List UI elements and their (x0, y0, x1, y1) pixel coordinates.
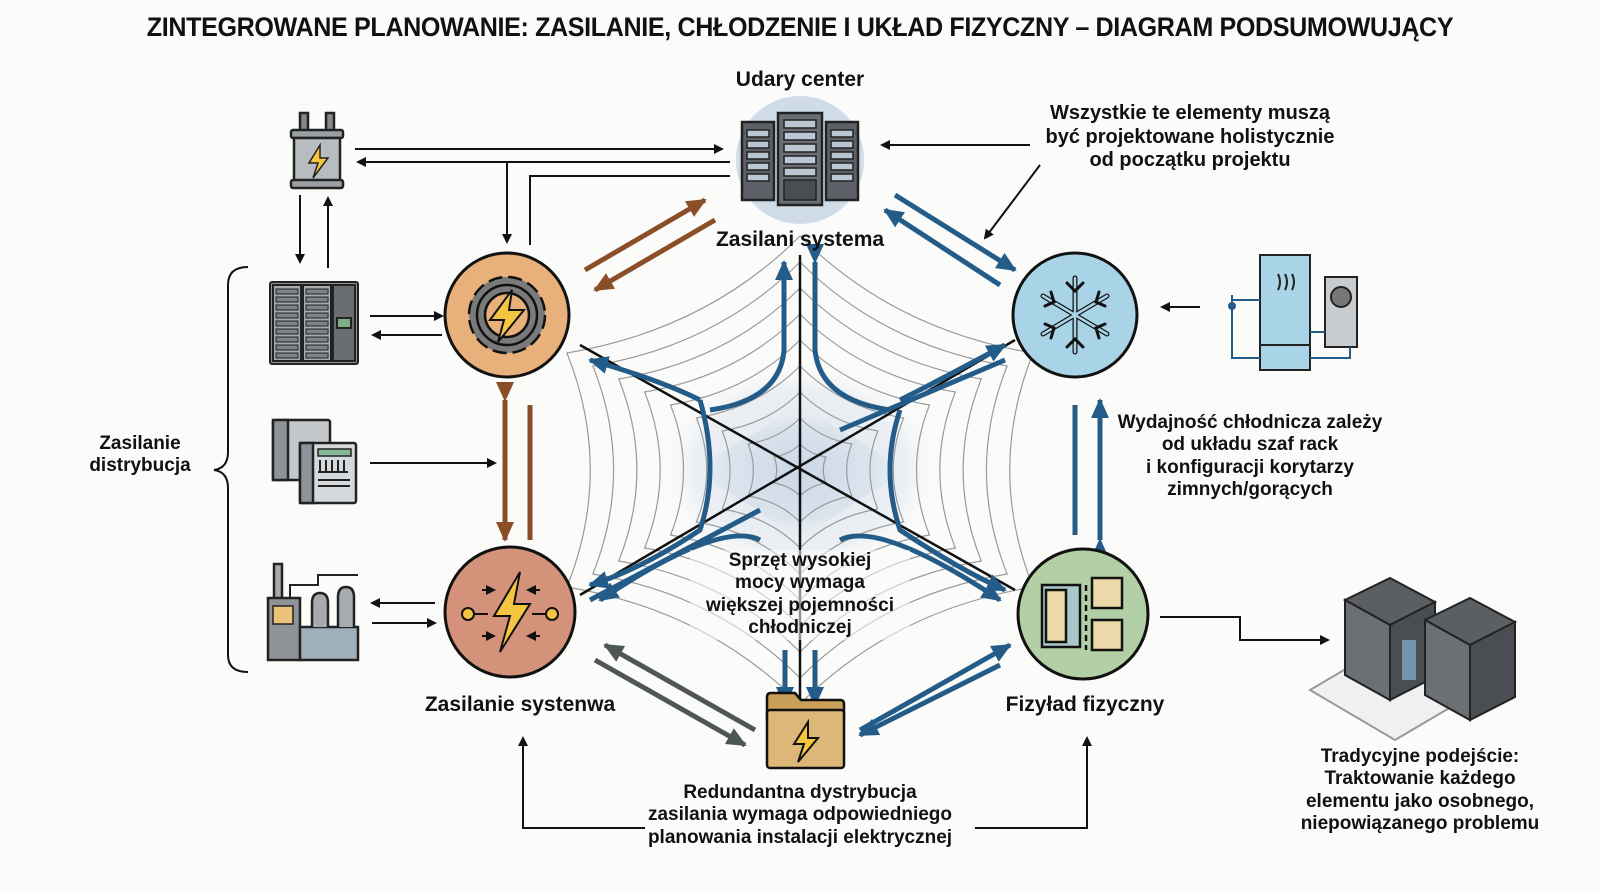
switchgear-slot (275, 344, 299, 351)
switchgear-slot (275, 288, 299, 295)
switchgear-slot (275, 336, 299, 343)
brown-arrows (496, 197, 717, 542)
switchgear-slot (305, 304, 329, 311)
traditional-annotation: Tradycyjne podejście: Traktowanie każdeg… (1300, 746, 1540, 835)
gray-arrows (593, 642, 757, 748)
gear-lightning-icon (467, 275, 547, 355)
system-power-node[interactable] (443, 545, 577, 679)
blue-flow-arrows (588, 244, 1007, 707)
cooling-node[interactable] (1011, 251, 1139, 379)
high-power-annotation: Sprzęt wysokiej mocy wymaga większej poj… (690, 550, 910, 640)
folder-lightning-icon (792, 718, 821, 763)
switchgear-slot (305, 312, 329, 319)
distribution-annotation: Zasilanie distrybucja (89, 433, 191, 477)
switchgear-slot (275, 352, 299, 359)
datacenter-top-label: Udary center (735, 68, 865, 91)
power-flow-icon (461, 571, 559, 653)
system-power-label: Zasilanie systenwa (424, 693, 616, 716)
holistic-annotation: Wszystkie te elementy muszą być projekto… (1045, 102, 1335, 172)
power-meter-icon[interactable] (271, 418, 358, 505)
switchgear-slot (305, 328, 329, 335)
switchgear-icon[interactable] (269, 281, 359, 365)
distribution-brace (213, 266, 249, 673)
snowflake-icon (1040, 275, 1110, 355)
switchgear-slot (305, 352, 329, 359)
physical-layout-label: Fizyład fizyczny (1005, 693, 1165, 716)
switchgear-slot (305, 288, 329, 295)
datacenter-bottom-label: Zasilani systema (715, 228, 885, 251)
switchgear-slot (275, 296, 299, 303)
switchgear-slot (305, 320, 329, 327)
switchgear-slot (305, 296, 329, 303)
blue-arrows-outer (858, 192, 1109, 738)
datacenter-node[interactable] (736, 96, 864, 224)
switchgear-slot (275, 328, 299, 335)
page-title: ZINTEGROWANE PLANOWANIE: ZASILANIE, CHŁO… (146, 12, 1454, 42)
redundant-folder[interactable] (765, 691, 846, 770)
switchgear-slot (305, 336, 329, 343)
physical-layout-node[interactable] (1016, 547, 1150, 681)
floor-plan-icon (1040, 576, 1124, 652)
power-gear-node[interactable] (443, 251, 571, 379)
transformer-icon[interactable] (289, 111, 345, 190)
switchgear-slot (305, 344, 329, 351)
chiller-unit-icon[interactable] (1228, 254, 1358, 371)
server-rack-icon (740, 111, 860, 207)
switchgear-slot (275, 304, 299, 311)
factory-icon[interactable] (266, 562, 360, 662)
cooling-efficiency-annotation: Wydajność chłodnicza zależy od układu sz… (1117, 412, 1383, 501)
redundant-annotation: Redundantna dystrybucja zasilania wymaga… (647, 782, 953, 848)
black-connectors (295, 140, 1330, 829)
server-room-icon[interactable] (1308, 576, 1518, 742)
switchgear-slot (275, 312, 299, 319)
switchgear-slot (275, 320, 299, 327)
